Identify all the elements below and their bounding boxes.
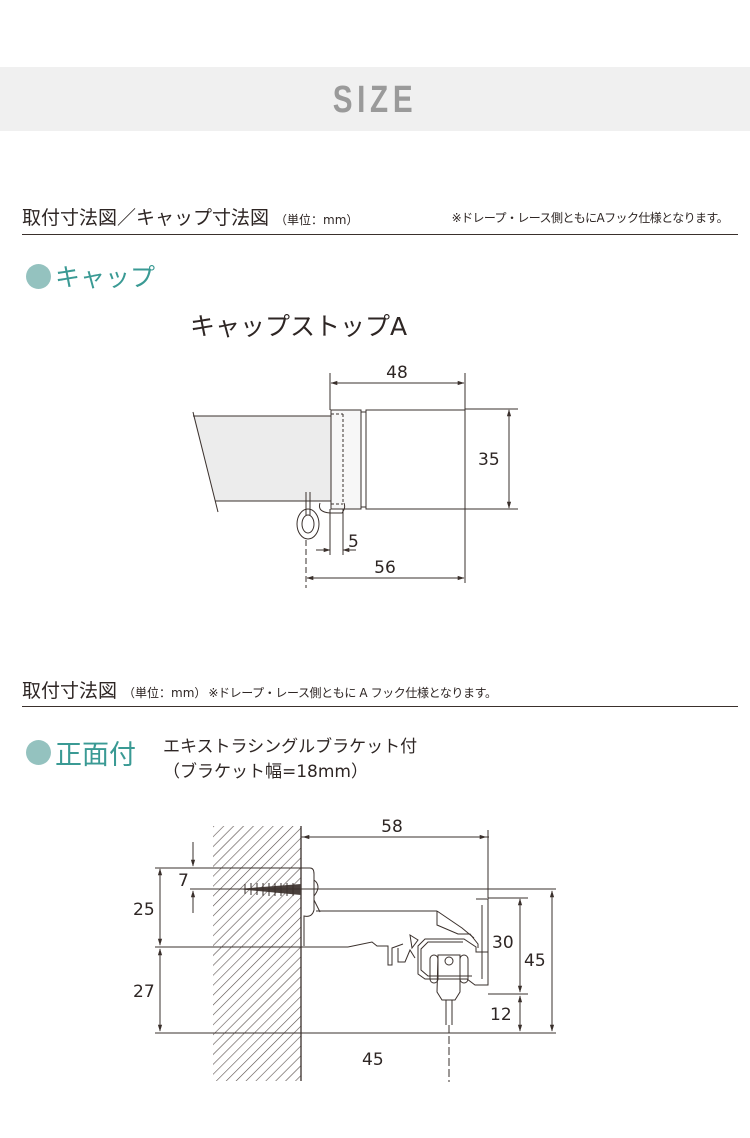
dim-lower-height: 27 [133,982,155,1002]
dim-screw-offset: 7 [178,871,189,891]
heading-note: ※ドレープ・レース側ともにAフック仕様となります。 [451,211,729,225]
product-title: キャップストップA [190,312,408,341]
dim-gap: 5 [348,532,359,552]
section-label-cap: キャップ [26,258,155,294]
dim-hook-drop: 12 [490,1005,512,1025]
dim-hook-center: 45 [362,1050,384,1070]
dim-rail-height: 30 [492,933,514,953]
bullet-dot-icon [26,740,51,765]
dim-total-height: 45 [524,951,546,971]
mount-dimension-heading: 取付寸法図 （単位：mm）※ドレープ・レース側ともに A フック仕様となります。 [22,676,738,707]
bracket-description: エキストラシングルブラケット付 （ブラケット幅=18mm） [163,735,417,785]
cap-dimension-heading: 取付寸法図／キャップ寸法図 （単位：mm） ※ドレープ・レース側ともにAフック仕様… [22,203,738,235]
heading-unit: （単位：mm） [275,213,359,227]
dim-total-length: 56 [374,558,396,578]
bracket-name: エキストラシングルブラケット付 [163,737,418,757]
page-title: SIZE [332,79,418,121]
dim-cap-length: 48 [386,363,408,383]
heading-unit: （単位：mm） [123,686,207,700]
cap-drawing [192,373,518,588]
dim-cap-height: 35 [478,450,500,470]
section-label: 正面付 [55,740,136,771]
heading-title: 取付寸法図／キャップ寸法図 [22,207,270,229]
size-header-band: SIZE [0,67,750,131]
bracket-drawing [155,826,556,1082]
heading-note: ※ドレープ・レース側ともに A フック仕様となります。 [208,686,497,700]
dim-upper-height: 25 [133,900,155,920]
section-label-front-mount: 正面付 [26,733,136,772]
bullet-dot-icon [26,263,51,289]
dim-projection: 58 [381,817,403,837]
bracket-width: （ブラケット幅=18mm） [163,762,368,782]
heading-title: 取付寸法図 [22,680,118,702]
section-label: キャップ [55,263,156,292]
